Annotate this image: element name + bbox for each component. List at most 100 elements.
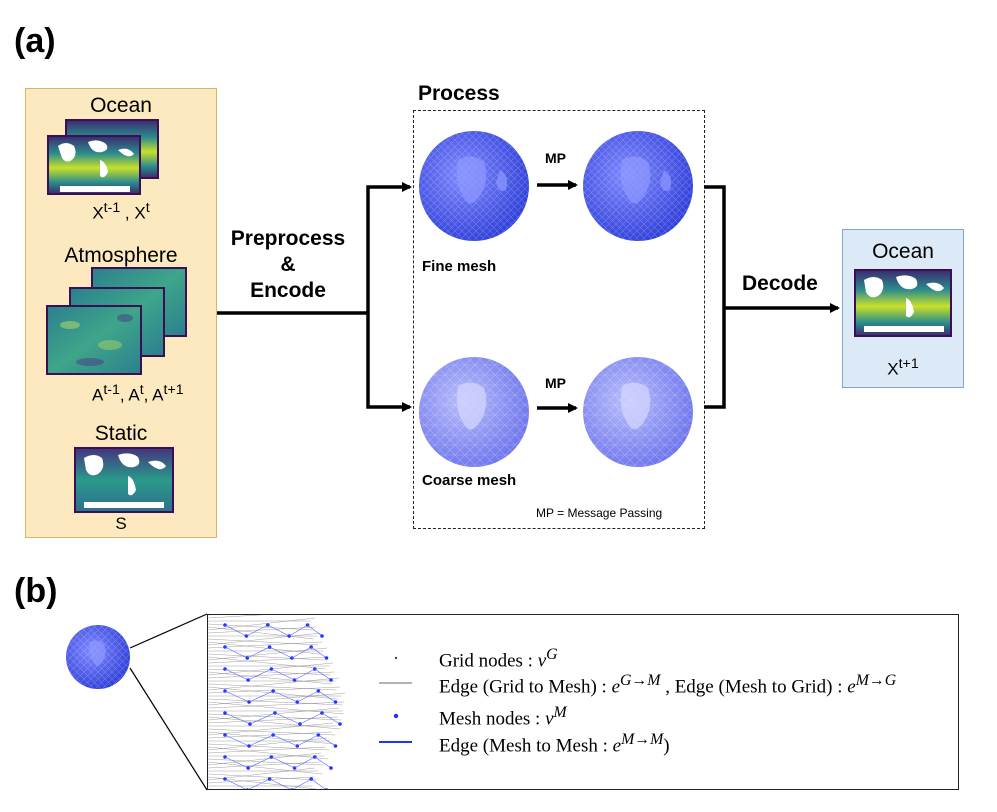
fine-mesh-globe-2 <box>583 131 693 241</box>
grid-edge-line <box>208 617 316 631</box>
grid-edge-line <box>208 686 338 700</box>
grid-edge-line <box>208 716 338 724</box>
atmosphere-input-title: Atmosphere <box>64 244 178 267</box>
decode-arrows <box>704 185 840 409</box>
grid-edge-line <box>208 701 344 709</box>
mesh-edge-line <box>224 734 250 747</box>
mesh-edge-line <box>248 778 270 789</box>
mesh-edge-line <box>297 690 319 703</box>
mp-label-coarse: MP <box>545 375 566 391</box>
mesh-edge-line <box>274 712 301 725</box>
legend-mesh-edges: Edge (Mesh to Mesh : eM→M) <box>439 731 670 757</box>
mesh-edge-line <box>269 778 291 789</box>
mesh-node <box>324 656 329 660</box>
grid-edge-line <box>208 656 329 664</box>
grid-edge-line <box>208 752 322 766</box>
grid-edge-line <box>208 615 210 616</box>
grid-edge-line <box>208 671 335 679</box>
grid-edge-line <box>208 626 314 640</box>
ocean-input-title: Ocean <box>90 94 152 117</box>
mesh-edge-line <box>267 624 290 637</box>
grid-node-marker <box>394 656 398 660</box>
atmosphere-map-icon <box>46 267 187 375</box>
mesh-edge-line <box>299 712 323 725</box>
mesh-edge-line <box>224 668 249 681</box>
mesh-node <box>333 744 338 748</box>
coarse-mesh-label: Coarse mesh <box>422 472 517 489</box>
grid-edge-line <box>208 761 323 775</box>
grid-edge-line <box>208 758 324 766</box>
grid-edge-line <box>208 677 340 691</box>
ocean-input-subscript: Xt-1 , Xt <box>92 200 150 223</box>
mesh-edge-line <box>248 668 272 681</box>
grid-edge-line <box>208 647 328 661</box>
encode-arrows <box>217 182 412 412</box>
grid-edge-line <box>208 743 330 751</box>
grid-edge-line <box>208 615 263 619</box>
mesh-edge-line <box>294 668 315 681</box>
grid-edge-line <box>208 713 342 721</box>
process-box <box>413 110 705 529</box>
static-map-icon <box>74 447 174 513</box>
mesh-edge-line <box>224 712 251 725</box>
mesh-edge-line <box>291 646 312 659</box>
fine-mesh-label: Fine mesh <box>422 258 497 275</box>
mesh-edge-line <box>224 646 248 659</box>
mesh-node <box>320 634 324 638</box>
mesh-node <box>338 722 342 726</box>
mesh-edge-line <box>297 734 319 747</box>
mesh-edge-line <box>224 690 250 703</box>
grid-edge-line <box>208 698 343 706</box>
static-input-title: Static <box>94 422 148 445</box>
grid-edge-line <box>208 626 317 634</box>
small-globe-icon <box>66 625 130 689</box>
mesh-edge-line <box>311 646 327 659</box>
grid-edge-line <box>208 671 332 685</box>
mesh-node <box>329 766 333 770</box>
mesh-edge-line <box>224 624 247 637</box>
grid-edge-line <box>208 792 310 804</box>
mesh-node <box>290 788 294 789</box>
static-input-subscript: S <box>115 514 127 533</box>
mesh-edge-line <box>311 778 326 789</box>
panel-b-label: (b) <box>14 572 58 610</box>
legend-grid-nodes: Grid nodes : vG <box>439 646 558 672</box>
coarse-mesh-globe-2 <box>583 357 693 467</box>
grid-edge-line <box>208 776 314 784</box>
mesh-edge-line <box>246 624 268 637</box>
mesh-edge-line <box>293 778 312 789</box>
output-title: Ocean <box>872 240 934 263</box>
legend-mesh-nodes: Mesh nodes : vM <box>439 704 567 730</box>
grid-edge-line <box>208 731 332 739</box>
output-ocean-map-icon <box>854 269 952 337</box>
zoom-mesh-detail <box>208 615 346 804</box>
mesh-edge-line <box>314 756 332 769</box>
panel-a-label: (a) <box>14 22 56 60</box>
grid-edge-line <box>208 737 328 751</box>
mesh-edge-line <box>321 712 341 725</box>
legend-markers <box>379 656 412 743</box>
mesh-edge-line <box>248 734 274 747</box>
grid-edge-line <box>208 668 331 676</box>
grid-edge-line <box>208 788 212 789</box>
mesh-edge-line <box>248 690 274 703</box>
mesh-edge-line <box>289 624 308 637</box>
mp-footnote: MP = Message Passing <box>536 506 663 520</box>
mesh-edge-line <box>248 756 272 769</box>
grid-edge-line <box>208 653 325 661</box>
grid-edge-line <box>208 656 326 670</box>
mesh-edge-line <box>249 712 276 725</box>
grid-edge-line <box>208 716 341 730</box>
mesh-edge-line <box>224 778 246 789</box>
grid-edge-line <box>208 773 318 781</box>
mesh-edge-line <box>273 734 298 747</box>
mp-arrows <box>537 180 578 413</box>
zoom-lines <box>129 613 208 791</box>
mesh-edge-line <box>224 756 249 769</box>
mesh-edge-line <box>307 624 323 637</box>
atmosphere-input-subscript: At-1, At, At+1 <box>92 382 184 405</box>
mesh-edge-line <box>294 756 315 769</box>
decode-label: Decode <box>742 272 818 295</box>
grid-edge-line <box>208 722 334 736</box>
